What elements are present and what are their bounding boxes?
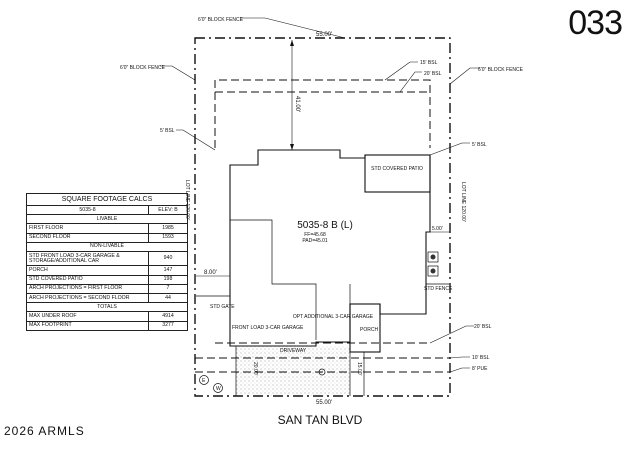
- leader-bsl-15: [384, 61, 418, 81]
- calc-row: STD FRONT LOAD 3-CAR GARAGE & STORAGE/AD…: [26, 251, 188, 267]
- garage-wall: [230, 219, 317, 340]
- marker-e-circle: [199, 375, 209, 385]
- bsl-15-label: 15' BSL: [420, 60, 438, 66]
- rear-dim-arrow-top: [290, 40, 294, 46]
- driveway-gravel: [236, 346, 350, 396]
- leader-bsl-10: [449, 356, 470, 359]
- leader-bsl-5-left: [176, 129, 216, 151]
- calc-row: MAX FOOTPRINT 3277: [26, 320, 188, 331]
- calc-nonlivable-header: NON-LIVABLE: [26, 241, 188, 253]
- calc-row: ARCH PROJECTIONS = SECOND FLOOR 44: [26, 293, 188, 304]
- covered-patio-text: STD COVERED PATIO: [371, 166, 423, 172]
- calc-row-value: 1985: [148, 223, 188, 234]
- calc-totals-header: TOTALS: [26, 302, 188, 313]
- rear-setback-15: [214, 79, 431, 148]
- calc-row: FIRST FLOOR 1985: [26, 223, 188, 234]
- calc-row-value: 7: [148, 283, 188, 295]
- copyright-label: 2026 ARMLS: [4, 424, 85, 438]
- bsl-5-right-label: 5' BSL: [472, 142, 487, 148]
- marker-w-circle: [213, 383, 223, 393]
- opt-garage-label: OPT ADDITIONAL 3-CAR GARAGE: [293, 314, 374, 320]
- calc-row-value: 940: [148, 251, 188, 267]
- leader-fence-top: [240, 17, 346, 39]
- calc-row-label: MAX FOOTPRINT: [26, 320, 149, 331]
- calc-elev: ELEV: B: [148, 204, 188, 216]
- side-dim-left-label: 8.00': [204, 270, 217, 276]
- equipment-pad-1: [427, 251, 439, 263]
- calc-row-label: PORCH: [26, 265, 149, 276]
- dim-top-label: 55.00': [316, 32, 332, 38]
- calc-livable-header: LIVABLE: [26, 214, 188, 225]
- plan-ff: FF=45.68: [304, 232, 326, 238]
- calc-row: SECOND FLOOR 1593: [26, 232, 188, 243]
- utility-circle: [318, 368, 326, 376]
- equipment-pad-2: [427, 265, 439, 277]
- rear-dim-arrow-bottom: [290, 144, 294, 150]
- side-vert-right-label: LOT LINE 120.00': [460, 182, 466, 222]
- calc-row-label: STD COVERED PATIO: [26, 274, 149, 285]
- calc-row-value: 4914: [148, 311, 188, 322]
- calc-plan: 5035-8: [26, 204, 149, 216]
- covered-patio-label: STD COVERED PATIO: [371, 166, 423, 172]
- square-footage-table: SQUARE FOOTAGE CALCS 5035-8 ELEV: B LIVA…: [26, 193, 188, 331]
- fence-right-label: 6'0" BLOCK FENCE: [478, 67, 524, 73]
- garage-label: FRONT LOAD 3-CAR GARAGE: [232, 325, 304, 331]
- calc-row-value: 3277: [148, 320, 188, 331]
- equipment-unit-1: [430, 254, 436, 260]
- calc-row: MAX UNDER ROOF 4914: [26, 311, 188, 322]
- porch-outline: [349, 303, 381, 353]
- calc-row-label: ARCH PROJECTIONS = SECOND FLOOR: [26, 293, 149, 304]
- dim-bottom-label: 55.00': [316, 400, 332, 406]
- gate-label: STD GATE: [210, 304, 235, 310]
- dim-rear-label: 41.00': [294, 96, 300, 112]
- dim-front-left-label: 20.00': [252, 362, 258, 376]
- equipment-unit-2: [430, 268, 436, 274]
- fence-top-label: 6'0" BLOCK FENCE: [198, 17, 244, 23]
- sheet-number: 033: [568, 4, 623, 42]
- side-dim-right-label: 5.00': [432, 226, 443, 232]
- driveway-label: DRIVEWAY: [280, 348, 307, 354]
- bsl-20-front-label: 20' BSL: [474, 324, 492, 330]
- std-fence-label: STD FENCE: [424, 286, 453, 292]
- calc-row-label: MAX UNDER ROOF: [26, 311, 149, 322]
- leader-bsl-5-right: [429, 142, 470, 156]
- marker-e-label: E: [202, 378, 206, 384]
- calc-row-label: FIRST FLOOR: [26, 223, 149, 234]
- leader-pue: [449, 367, 470, 373]
- leader-fence-right: [449, 67, 480, 85]
- calc-row: PORCH 147: [26, 265, 188, 276]
- calc-row-value: 147: [148, 265, 188, 276]
- house-footprint: [229, 149, 431, 347]
- street-name: SAN TAN BLVD: [277, 413, 363, 427]
- calc-row: ARCH PROJECTIONS = FIRST FLOOR 7: [26, 283, 188, 295]
- calc-row-label: ARCH PROJECTIONS = FIRST FLOOR: [26, 283, 149, 295]
- leader-bsl-20: [399, 71, 422, 93]
- calc-row: STD COVERED PATIO 198: [26, 274, 188, 285]
- marker-w-label: W: [216, 386, 221, 392]
- leader-bsl-20-front: [429, 325, 474, 344]
- pue-label: 8' PUE: [472, 366, 488, 372]
- plan-pad: PAD=45.01: [302, 238, 328, 244]
- calc-title: SQUARE FOOTAGE CALCS: [26, 193, 188, 206]
- porch-label: PORCH: [360, 327, 378, 333]
- plan-title: 5035-8 B (L): [297, 220, 353, 231]
- fence-left-label: 6'0" BLOCK FENCE: [120, 65, 166, 71]
- covered-patio: [364, 154, 431, 193]
- dim-front-right-label: 15.00': [356, 362, 362, 376]
- calc-row-value: 198: [148, 274, 188, 285]
- bsl-10-label: 10' BSL: [472, 355, 490, 361]
- bsl-5-left-label: 5' BSL: [160, 128, 175, 134]
- leader-fence-left: [160, 65, 196, 81]
- bsl-20-label: 20' BSL: [424, 71, 442, 77]
- calc-row-label: STD FRONT LOAD 3-CAR GARAGE & STORAGE/AD…: [26, 251, 149, 267]
- calc-row-value: 44: [148, 293, 188, 304]
- calc-row-value: 1593: [148, 232, 188, 243]
- calc-row-label: SECOND FLOOR: [26, 232, 149, 243]
